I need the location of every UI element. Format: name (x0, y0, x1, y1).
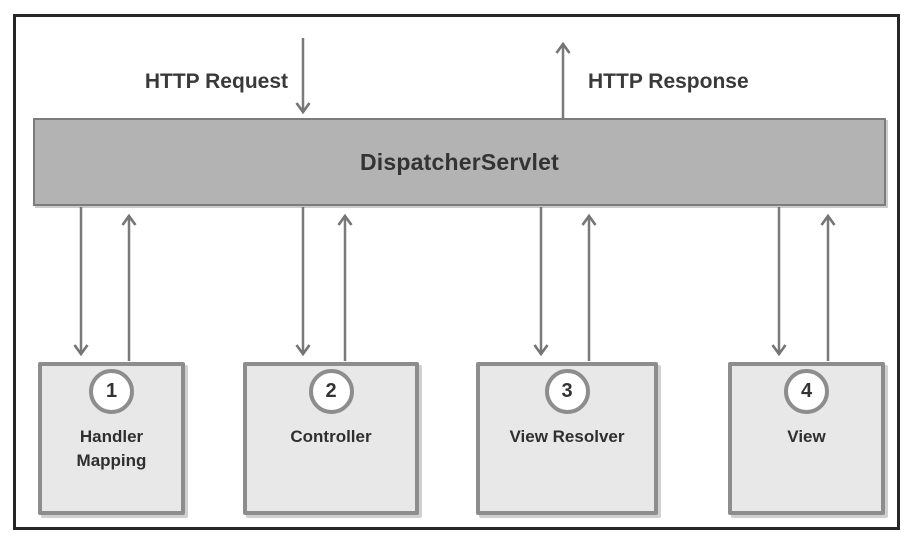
handler-mapping-box: 1 Handler Mapping (38, 362, 185, 515)
view-label: View (787, 427, 826, 446)
view-resolver-box: 3 View Resolver (476, 362, 658, 515)
view-resolver-label: View Resolver (509, 427, 625, 446)
step-number-badge: 2 (308, 369, 354, 414)
view-box: 4 View (728, 362, 885, 515)
step-number-badge: 4 (784, 369, 829, 414)
controller-label: Controller (290, 427, 372, 446)
controller-box: 2 Controller (243, 362, 419, 515)
dispatcher-servlet-label: DispatcherServlet (360, 148, 559, 175)
dispatcher-servlet-bar: DispatcherServlet (33, 118, 886, 206)
http-request-label: HTTP Request (144, 70, 288, 93)
step-number-badge: 1 (89, 369, 134, 414)
http-response-label: HTTP Response (588, 70, 749, 93)
step-number-badge: 3 (544, 369, 590, 414)
handler-mapping-label: Handler Mapping (76, 427, 147, 470)
